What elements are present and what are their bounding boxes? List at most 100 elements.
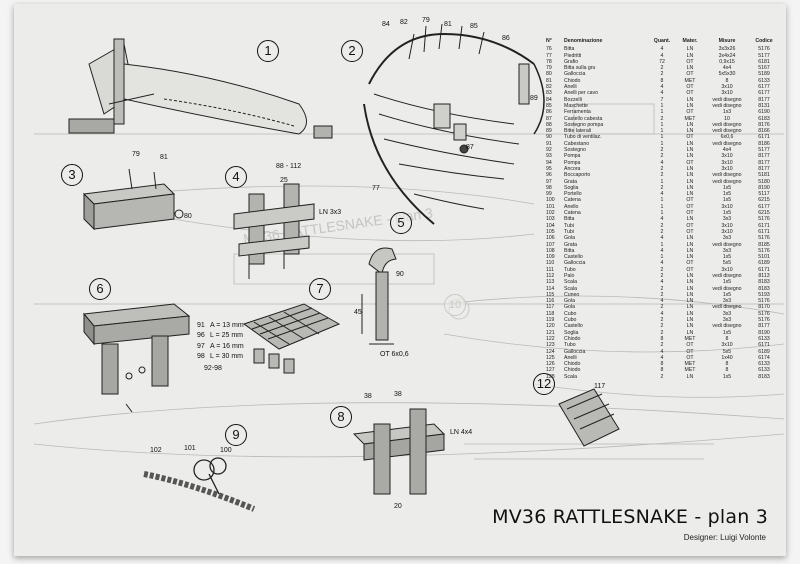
cell-code: 8190 (758, 329, 770, 336)
cell-number: 105 (546, 228, 555, 235)
cell-code: 8113 (758, 272, 770, 279)
cell-code: 6183 (758, 115, 770, 122)
step-number-10: 10 (444, 294, 466, 316)
drawing-step-4 (233, 183, 315, 279)
cell-material: LN (686, 235, 694, 242)
cell-description: Grata (564, 241, 577, 248)
cell-number: 96 (546, 172, 552, 179)
cell-size: 1x5 (722, 197, 732, 204)
cell-material: OT (686, 109, 694, 116)
cell-code: 5176 (758, 216, 770, 223)
label-97: 97 (197, 343, 205, 350)
cell-material: OT (686, 203, 694, 210)
cell-size: 3x10 (721, 228, 733, 235)
cell-number: 127 (546, 367, 555, 374)
cell-material: OT (686, 266, 694, 273)
cell-code: 6171 (758, 266, 770, 273)
cell-quantity: 1 (660, 241, 664, 248)
step-number-2: 2 (341, 40, 363, 62)
cell-number: 80 (546, 71, 552, 78)
cell-number: 103 (546, 216, 555, 223)
cell-description: Bitte laterali (564, 128, 592, 135)
label-80: 80 (184, 213, 192, 220)
drawing-step-12 (558, 388, 620, 447)
cell-code: 8183 (758, 373, 770, 380)
cell-code: 8185 (758, 241, 770, 248)
cell-size: 4x4 (722, 147, 732, 154)
label-25: 25 (280, 177, 288, 184)
cell-number: 90 (546, 134, 552, 141)
cell-description: Tubo (564, 342, 576, 349)
cell-size: 1x5 (722, 329, 732, 336)
cell-material: LN (686, 147, 694, 154)
cell-material: LN (686, 102, 694, 109)
label-82: 82 (400, 19, 408, 26)
cell-code: 8177 (758, 153, 770, 160)
cell-number: 110 (546, 260, 555, 267)
cell-description: Chiodo (564, 77, 581, 84)
cell-size: 3x10 (721, 203, 733, 210)
label-88-112: 88 - 112 (276, 163, 301, 170)
cell-description: Cabestano (564, 140, 590, 147)
cell-quantity: 4 (660, 216, 664, 223)
cell-material: LN (686, 291, 694, 298)
cell-material: LN (686, 216, 694, 223)
cell-material: LN (686, 140, 694, 147)
cell-material: MET (684, 361, 696, 368)
cell-number: 121 (546, 329, 555, 336)
drawing-step-6 (83, 303, 191, 413)
cell-description: Catena (564, 210, 581, 217)
cell-material: OT (686, 228, 694, 235)
dim-l25: L = 25 mm (210, 332, 243, 339)
cell-number: 125 (546, 354, 555, 361)
cell-material: OT (686, 348, 694, 355)
cell-code: 5176 (758, 317, 770, 324)
cell-material: LN (686, 279, 694, 286)
cell-description: Cuneo (564, 291, 580, 298)
cell-quantity: 4 (660, 260, 664, 267)
cell-description: Castello (564, 254, 583, 261)
dim-ot: OT 6x0,6 (380, 351, 409, 358)
label-38a: 38 (364, 393, 372, 400)
label-79b: 79 (422, 17, 430, 24)
cell-number: 78 (546, 58, 552, 65)
cell-code: 5167 (758, 65, 770, 72)
cell-code: 6171 (758, 342, 770, 349)
cell-quantity: 2 (660, 65, 664, 72)
label-96: 96 (197, 332, 205, 339)
cell-description: Soglia (564, 329, 579, 336)
cell-number: 107 (546, 241, 555, 248)
cell-description: Scala (564, 279, 577, 286)
cell-size: 1x5 (722, 210, 732, 217)
cell-number: 117 (546, 304, 555, 311)
cell-number: 83 (546, 90, 552, 97)
cell-quantity: 2 (660, 147, 664, 154)
cell-code: 8177 (758, 159, 770, 166)
cell-size: 3x10 (721, 165, 733, 172)
cell-size: 3x4x24 (718, 52, 736, 59)
cell-material: MET (684, 115, 696, 122)
cell-description: Gola (564, 235, 575, 242)
step-number-5: 5 (390, 212, 412, 234)
cell-material: LN (686, 178, 694, 185)
cell-description: Sostegno (564, 147, 586, 154)
cell-quantity: 2 (660, 329, 664, 336)
dim-l30: L = 30 mm (210, 353, 243, 360)
cell-size: 4x4 (722, 65, 732, 72)
cell-material: OT (686, 342, 694, 349)
label-117: 117 (594, 383, 605, 390)
cell-material: LN (686, 317, 694, 324)
cell-quantity: 1 (660, 210, 664, 217)
cell-number: 114 (546, 285, 555, 292)
